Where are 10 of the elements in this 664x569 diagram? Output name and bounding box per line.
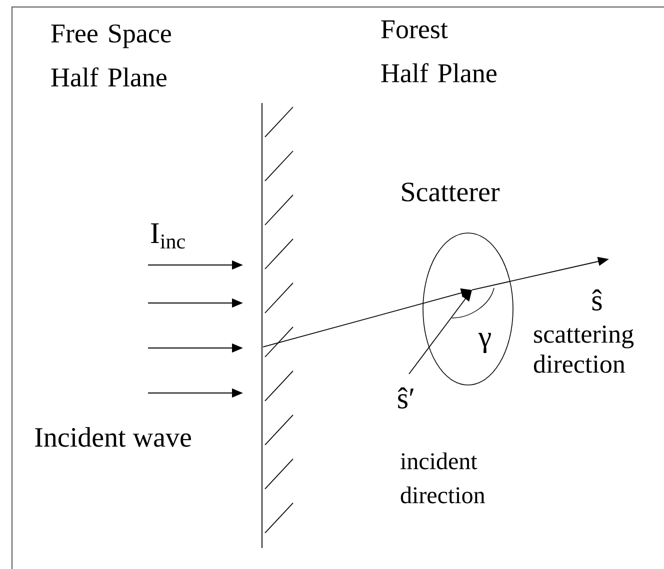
heading: Free Space Half Plane [51,24,171,87]
angle-label: γ [478,332,491,354]
caption: incident direction [400,452,485,504]
hatched-wall [262,102,294,548]
caption: Incident wave [35,427,191,447]
vector-label: ŝ′ [398,387,414,409]
heading: Forest Half Plane [381,20,496,82]
node-label: Scatterer [402,182,500,202]
intensity-label: I$_{inc}$ [151,223,185,249]
vector-label: ŝ [592,289,602,311]
